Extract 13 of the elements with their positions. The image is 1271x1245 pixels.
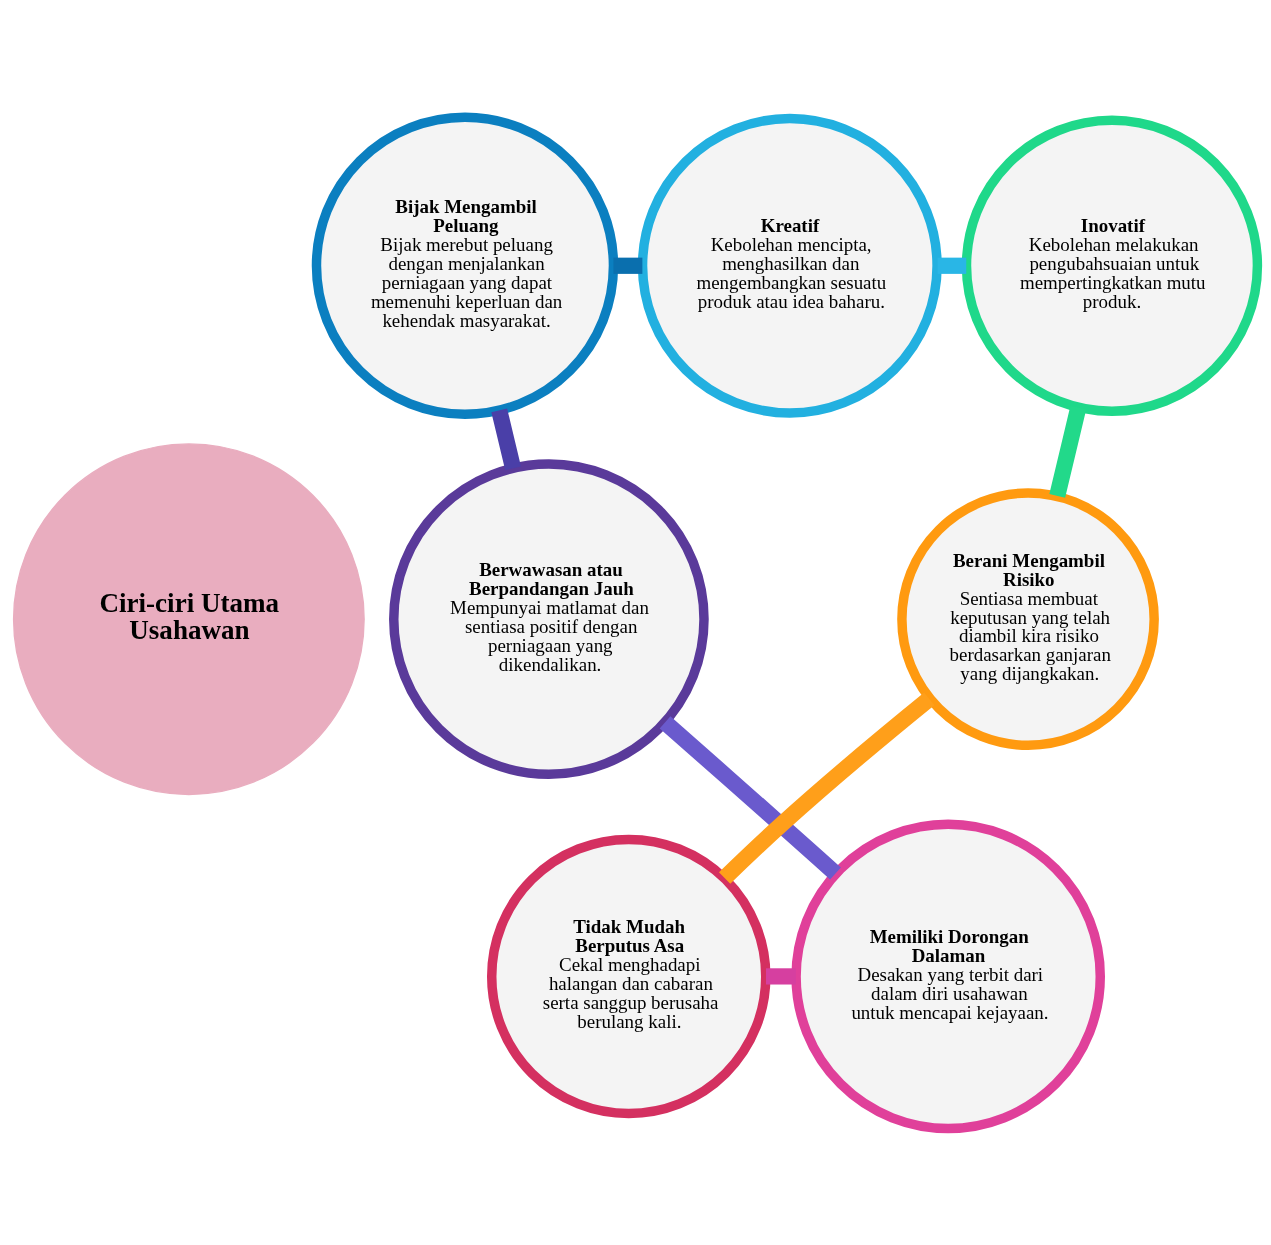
node-circle: Berwawasan atau Berpandangan Jauh Mempunyai matlamat dan sentiasa positif dengan perniagaan yang dikendalikan. — [389, 458, 709, 779]
connector — [718, 692, 935, 884]
node-circle: Berani Mengambil Risiko Sentiasa membuat keputusan yang telah diambil kira risiko berdasarkan ganjaran yang dijangkakan. — [897, 487, 1159, 750]
connector — [766, 967, 796, 985]
node-circle: Ciri-ciri Utama Usahawan — [12, 442, 365, 795]
node-circle: Bijak Mengambil Peluang Bijak merebut peluang dengan menjalankan perniagaan yang dapat memenuhi keperluan dan kehendak masyarakat. — [311, 112, 619, 419]
node-circle: Memiliki Dorongan Dalaman Desakan yang terbit dari dalam diri usahawan untuk mencapai kejayaan. — [791, 819, 1105, 1133]
connector — [937, 257, 967, 274]
connector — [613, 257, 643, 274]
node-circle: Kreatif Kebolehan mencipta, menghasilkan dan mengembangkan sesuatu produk atau idea baharu. — [637, 113, 942, 418]
connector — [659, 715, 841, 880]
node-circle: Tidak Mudah Berputus Asa Cekal menghadapi halangan dan cabaran serta sanggup berusaha berulang kali. — [487, 834, 771, 1118]
node-circle: Inovatif Kebolehan melakukan pengubahsuaian untuk mempertingkatkan mutu produk. — [961, 115, 1263, 416]
